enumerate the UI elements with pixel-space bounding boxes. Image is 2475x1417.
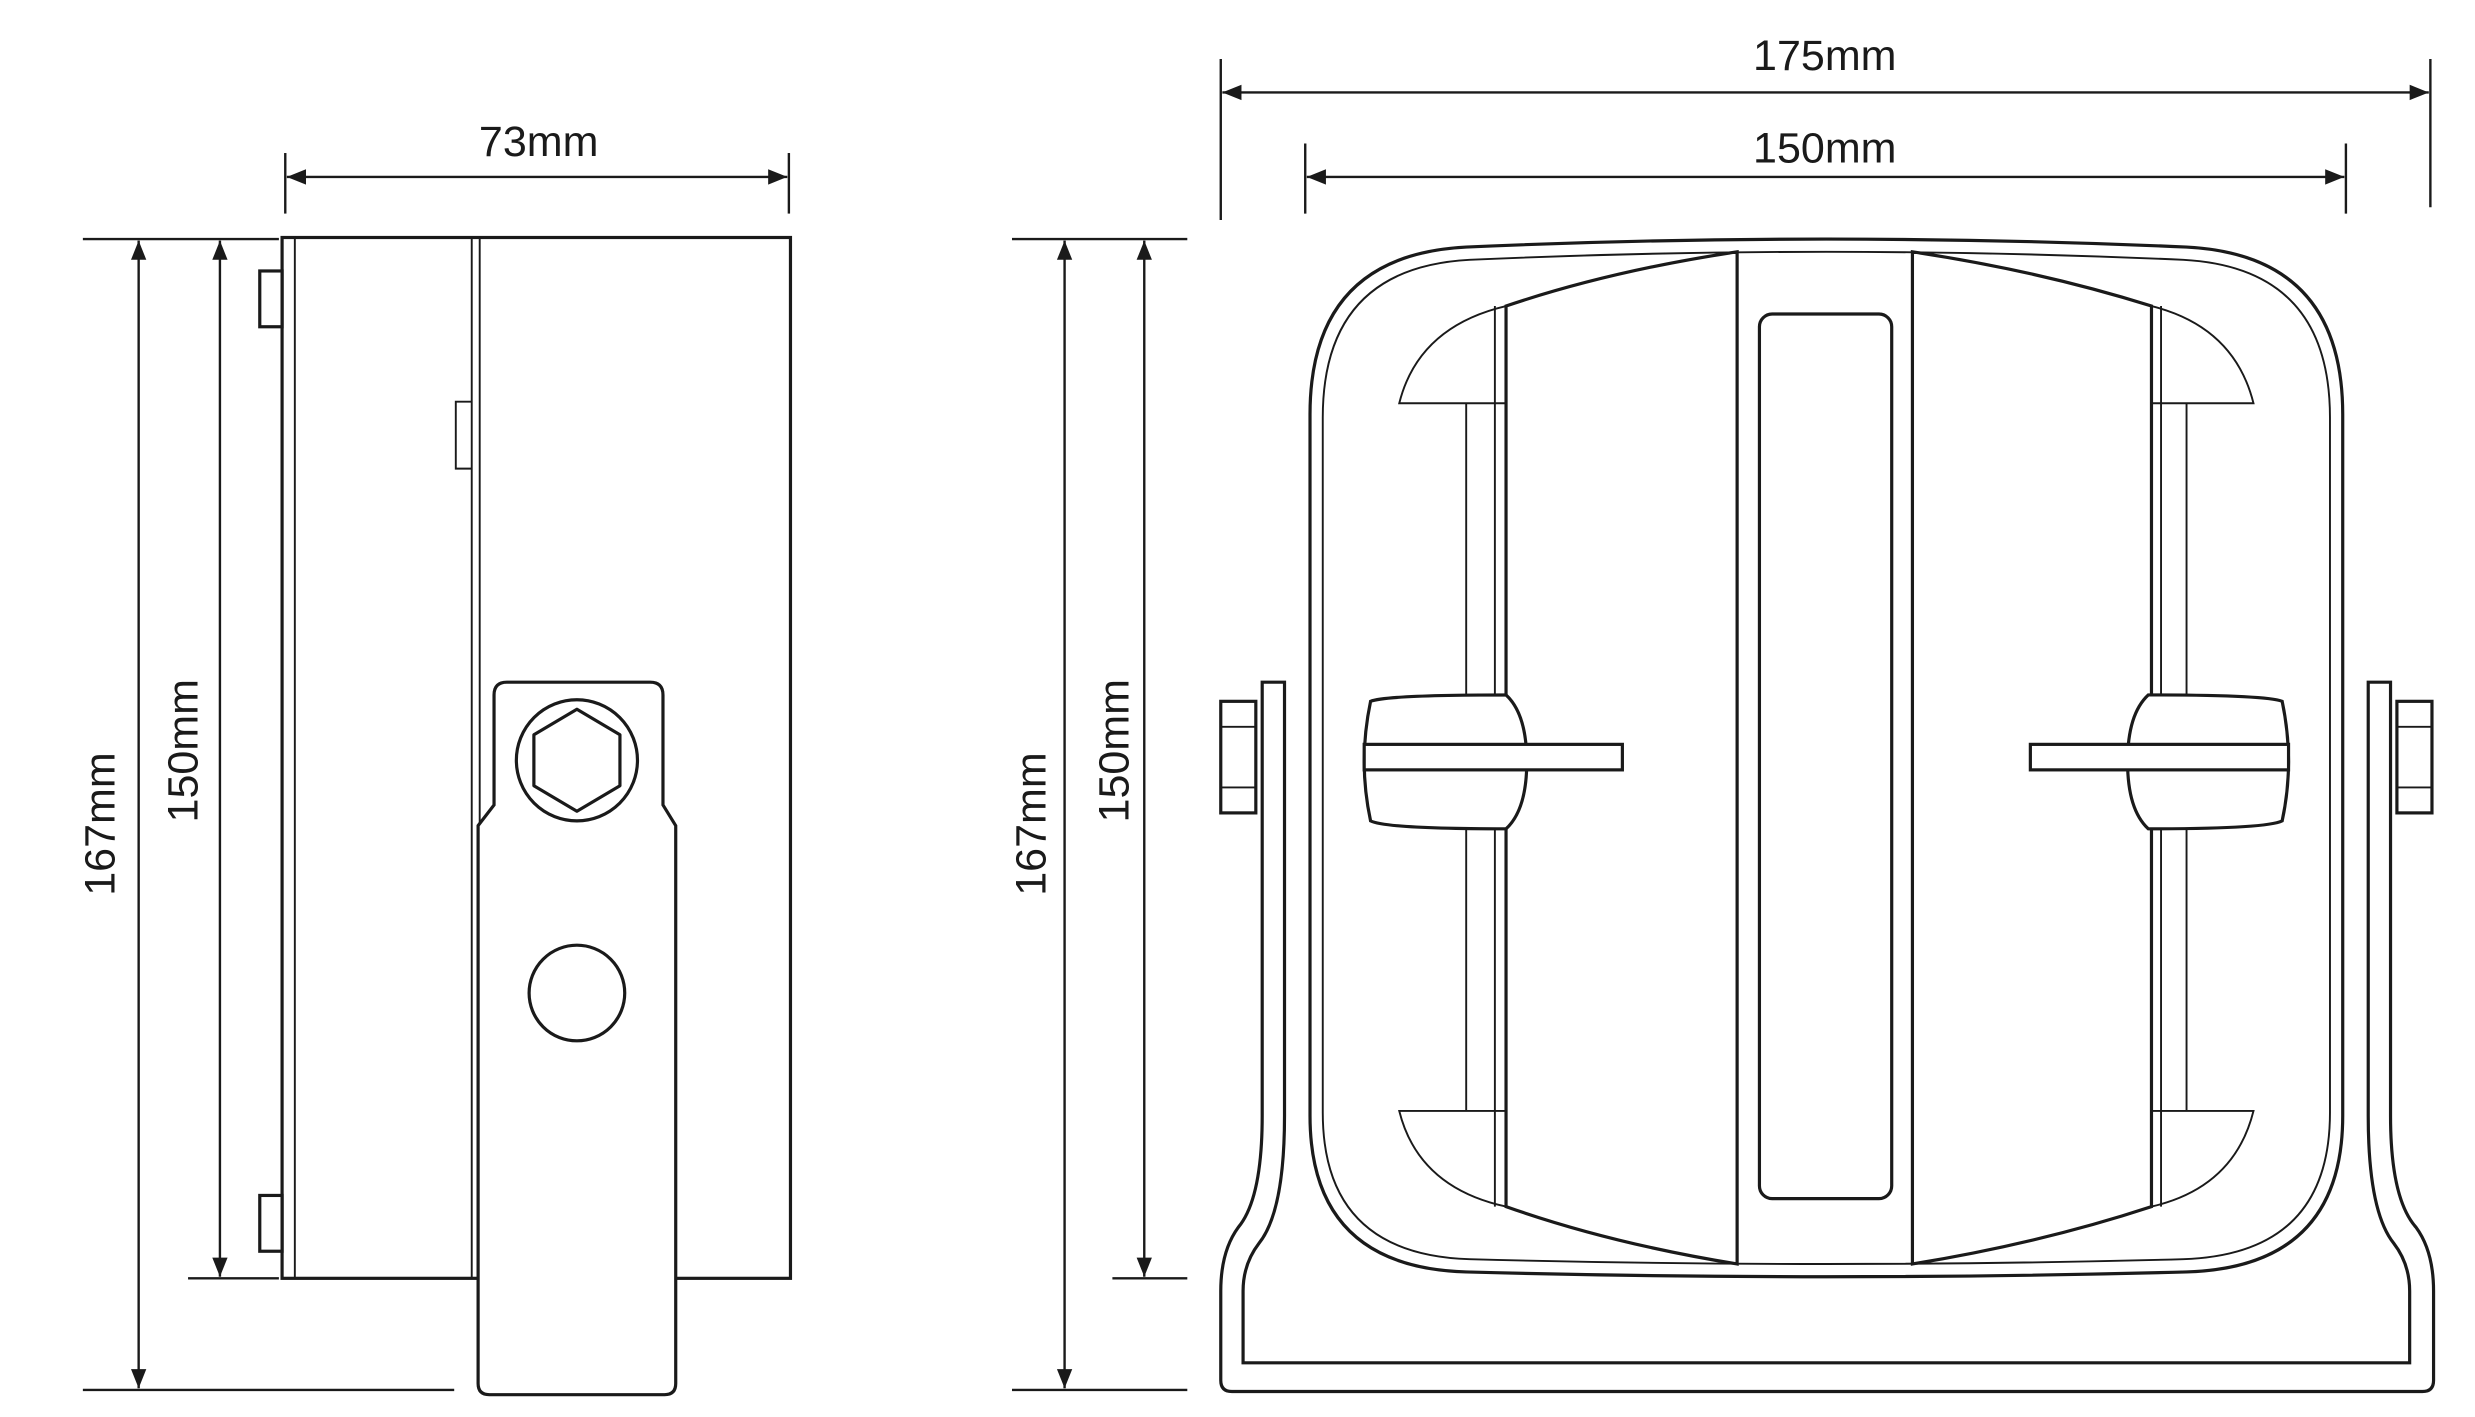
hex-bolt-icon	[532, 707, 622, 813]
bottom-bolt	[258, 1193, 284, 1253]
top-bolt	[258, 269, 284, 329]
front-view: 175mm 150mm 167mm 150mm	[1007, 32, 2436, 1394]
front-body-height-label: 150mm	[1090, 679, 1138, 822]
body-width-dimension: 150mm	[1304, 125, 2348, 214]
front-overall-height-label: 167mm	[1007, 752, 1055, 895]
left-lens-panel	[1362, 249, 1739, 1266]
front-mount-bracket	[1219, 680, 2436, 1394]
body-height-label: 150mm	[160, 679, 208, 822]
overall-width-label: 175mm	[1753, 32, 1896, 80]
adjuster-knob	[514, 698, 640, 823]
left-knob	[1219, 699, 1258, 815]
overall-width-dimension: 175mm	[1219, 32, 2432, 220]
width-dimension: 73mm	[284, 118, 791, 214]
overall-height-label: 167mm	[77, 752, 125, 895]
side-view: 73mm 167mm 150mm	[77, 118, 793, 1397]
right-knob	[2395, 699, 2434, 815]
width-label: 73mm	[479, 118, 599, 166]
body-width-label: 150mm	[1753, 125, 1896, 173]
front-housing	[1308, 237, 2345, 1279]
front-body-height-dimension: 150mm	[1090, 240, 1188, 1280]
center-slot	[1757, 312, 1894, 1201]
mount-hole	[527, 943, 627, 1043]
side-mount-bracket	[476, 680, 678, 1397]
overall-height-dimension: 167mm	[77, 237, 455, 1392]
right-lens-panel	[1910, 249, 2291, 1266]
front-overall-height-dimension: 167mm	[1007, 237, 1188, 1392]
body-height-dimension: 150mm	[160, 240, 279, 1280]
